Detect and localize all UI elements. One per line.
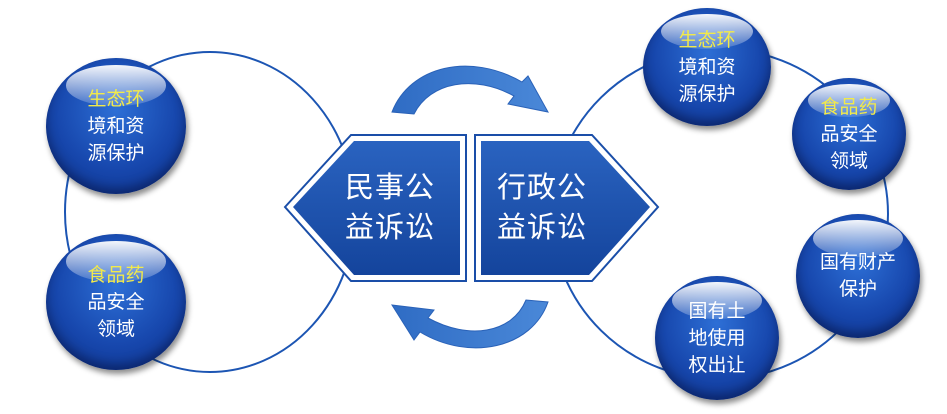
bubble-line: 国有财产 bbox=[819, 251, 896, 273]
bubble-line: 领域 bbox=[96, 317, 135, 340]
administrative-public-interest-litigation-label: 行政公 益诉讼 bbox=[487, 167, 597, 247]
bubble-line: 品安全 bbox=[87, 290, 145, 313]
right-bubble-state-property: 国有财产 保护 bbox=[796, 214, 920, 338]
right-hexagon bbox=[474, 134, 660, 282]
right-bubble-food-drug: 食品药 品安全 领域 bbox=[792, 78, 906, 190]
bubble-line: 国有土 bbox=[688, 299, 746, 322]
top-cycle-arrow bbox=[391, 65, 549, 115]
label-line: 行政公 bbox=[496, 170, 587, 204]
bubble-line: 源保护 bbox=[87, 141, 145, 164]
left-bubble-food-drug: 食品药 品安全 领域 bbox=[46, 234, 186, 370]
left-bubble-ecology: 生态环 境和资 源保护 bbox=[46, 58, 186, 194]
bubble-line: 源保护 bbox=[678, 82, 736, 105]
label-line: 益诉讼 bbox=[344, 210, 435, 244]
bubble-line: 地使用 bbox=[688, 326, 746, 349]
bottom-cycle-arrow bbox=[391, 299, 549, 349]
bubble-line: 权出让 bbox=[688, 353, 746, 376]
bubble-line: 境和资 bbox=[87, 114, 145, 137]
bubble-line: 食品药 bbox=[87, 263, 145, 286]
bubble-line: 生态环 bbox=[87, 87, 145, 110]
bubble-line: 品安全 bbox=[820, 122, 878, 145]
bubble-line: 领域 bbox=[829, 149, 868, 172]
civil-public-interest-litigation-label: 民事公 益诉讼 bbox=[335, 167, 445, 247]
right-bubble-land-use-rights: 国有土 地使用 权出让 bbox=[655, 276, 779, 400]
right-bubble-ecology: 生态环 境和资 源保护 bbox=[643, 8, 771, 126]
label-line: 益诉讼 bbox=[496, 210, 587, 244]
bubble-line: 境和资 bbox=[678, 55, 736, 78]
bubble-line: 生态环 bbox=[678, 28, 736, 51]
left-hexagon bbox=[283, 134, 467, 282]
bubble-line: 食品药 bbox=[820, 95, 878, 118]
label-line: 民事公 bbox=[344, 170, 435, 204]
bubble-line: 保护 bbox=[838, 278, 877, 300]
